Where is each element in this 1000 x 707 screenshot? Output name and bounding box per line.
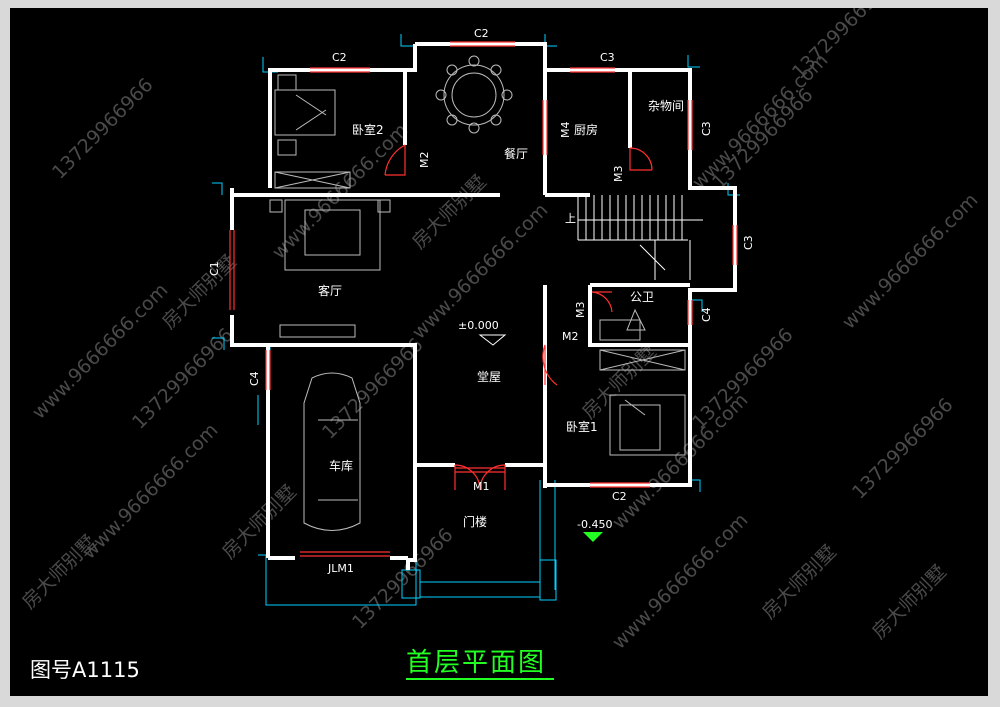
watermark-phone: 13729966966 [788, 8, 898, 84]
watermark-layer: 13729966966 www.9666666.com 房大师别墅 137299… [18, 8, 982, 654]
door-label-m3-storage: M3 [612, 166, 625, 183]
room-label-porch: 门楼 [463, 514, 487, 529]
window-label-c3-top: C3 [600, 51, 615, 64]
watermark-site: www.9666666.com [608, 509, 752, 653]
elevation-outdoor: -0.450 [577, 518, 612, 531]
room-label-living: 客厅 [318, 283, 342, 298]
room-label-hall: 堂屋 [477, 370, 501, 384]
watermark-site: www.9666666.com [78, 419, 222, 563]
furniture [269, 55, 686, 531]
watermark-phone: 13729966966 [348, 524, 458, 634]
door-label-m4: M4 [559, 122, 572, 139]
watermark-site: www.9666666.com [608, 389, 752, 533]
watermark-brand: 房大师别墅 [18, 531, 101, 614]
watermark-phone: 13729966966 [128, 324, 238, 434]
watermark-phone: 13729966966 [848, 394, 958, 504]
window-label-c2-bed2: C2 [332, 51, 347, 64]
title-underline [406, 678, 554, 680]
watermark-brand: 房大师别墅 [218, 481, 301, 564]
watermark-phone: 13729966966 [688, 324, 798, 434]
window-label-c4-bath: C4 [700, 307, 713, 322]
room-label-bathroom: 公卫 [630, 290, 654, 304]
watermark-brand: 房大师别墅 [758, 541, 841, 624]
room-label-bedroom2: 卧室2 [352, 122, 384, 137]
watermark-brand: 房大师别墅 [158, 251, 241, 334]
door-label-m2-dining: M2 [418, 152, 431, 169]
windows [229, 41, 738, 557]
watermark-phone: 13729966966 [318, 334, 428, 444]
door-label-m1: M1 [473, 480, 490, 493]
walls [230, 42, 737, 570]
watermark-brand: 房大师别墅 [578, 341, 661, 424]
room-label-dining: 餐厅 [504, 146, 528, 161]
window-label-c2-bed1: C2 [612, 490, 627, 503]
elevation-markers [478, 334, 603, 542]
window-label-c3-storage: C3 [700, 121, 713, 136]
watermark-site: www.9666666.com [838, 189, 982, 333]
floor-plan: 13729966966 www.9666666.com 房大师别墅 137299… [18, 8, 982, 654]
room-label-kitchen: 厨房 [574, 122, 598, 137]
room-label-storage: 杂物间 [648, 99, 684, 113]
cad-canvas: 13729966966 www.9666666.com 房大师别墅 137299… [10, 8, 988, 696]
window-label-c4-garage: C4 [248, 371, 261, 386]
window-label-c1: C1 [208, 261, 221, 276]
doors [384, 144, 653, 491]
elevation-floor: ±0.000 [458, 319, 499, 332]
watermark-phone: 13729966966 [48, 74, 158, 184]
watermark-brand: 房大师别墅 [868, 561, 951, 644]
dimension-marks [212, 34, 740, 606]
watermark-brand: 房大师别墅 [408, 171, 491, 254]
stair-up-label: 上 [565, 212, 576, 225]
stairs [577, 195, 703, 280]
sheet-number: 图号A1115 [30, 658, 140, 682]
drawing-title: 首层平面图 [406, 648, 547, 678]
door-label-m2-bedroom1: M2 [562, 330, 579, 343]
room-label-bedroom1: 卧室1 [566, 419, 598, 434]
window-label-c3-stair: C3 [742, 235, 755, 250]
door-label-m3-bath: M3 [574, 302, 587, 319]
watermark-site: www.9666666.com [268, 119, 412, 263]
door-label-jlm1: JLM1 [327, 562, 354, 575]
room-label-garage: 车库 [329, 458, 353, 473]
watermark-phone: 13729966966 [708, 84, 818, 194]
window-label-c2-top: C2 [474, 27, 489, 40]
